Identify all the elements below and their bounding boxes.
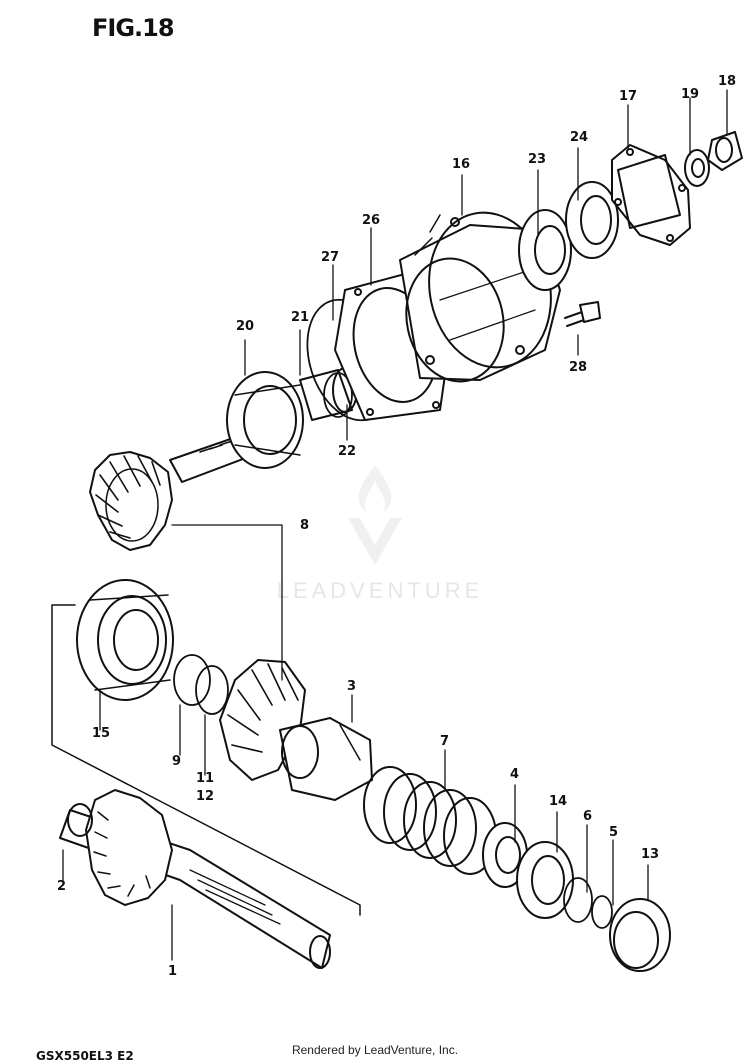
o-ring-22-part (323, 372, 353, 418)
circlip-5-part (591, 895, 613, 929)
callout-4: 4 (510, 767, 519, 782)
callout-7: 7 (440, 734, 449, 749)
callout-19: 19 (681, 87, 699, 102)
callout-6: 6 (583, 809, 592, 824)
shim-9-part (173, 654, 211, 706)
shaft-gear-2-part (67, 789, 173, 906)
shim-11-part (195, 665, 229, 715)
bearing-15-part (76, 579, 174, 701)
callout-9: 9 (172, 754, 181, 769)
watermark-text: LEADVENTURE (276, 578, 484, 603)
callout-3: 3 (347, 679, 356, 694)
callout-21: 21 (291, 310, 309, 325)
spring-7-part (363, 766, 497, 875)
callout-15: 15 (92, 726, 110, 741)
callout-28: 28 (569, 360, 587, 375)
bearing-20-part (226, 371, 304, 469)
flange-17-part (611, 144, 691, 246)
callout-26: 26 (362, 213, 380, 228)
callout-13: 13 (641, 847, 659, 862)
washer-6-part (563, 877, 593, 923)
cam-3-part (279, 717, 373, 801)
callout-16: 16 (452, 157, 470, 172)
callout-24: 24 (570, 130, 588, 145)
bevel-pinion-gear-part (89, 451, 173, 551)
cap-13-part (609, 898, 671, 972)
callout-17: 17 (619, 89, 637, 104)
rendered-by-footer: Rendered by LeadVenture, Inc. (291, 1043, 459, 1057)
oil-seal-24-part (565, 181, 619, 259)
leadventure-logo-icon (348, 465, 402, 565)
callout-20: 20 (236, 319, 254, 334)
callout-5: 5 (609, 825, 618, 840)
figure-title: FIG.18 (92, 14, 175, 42)
callout-8: 8 (300, 518, 309, 533)
group-bracket-line (51, 604, 361, 916)
callout-23: 23 (528, 152, 546, 167)
callout-12: 12 (196, 789, 214, 804)
callout-14: 14 (549, 794, 567, 809)
bearing-23-part (518, 209, 572, 291)
callout-1: 1 (168, 964, 177, 979)
washer-19-part (684, 149, 710, 187)
callout-18: 18 (718, 74, 736, 89)
bolt-28-part (564, 301, 601, 327)
callout-2: 2 (57, 879, 66, 894)
nut-18-part (707, 131, 743, 171)
callout-27: 27 (321, 250, 339, 265)
callout-22: 22 (338, 444, 356, 459)
callout-11: 11 (196, 771, 214, 786)
